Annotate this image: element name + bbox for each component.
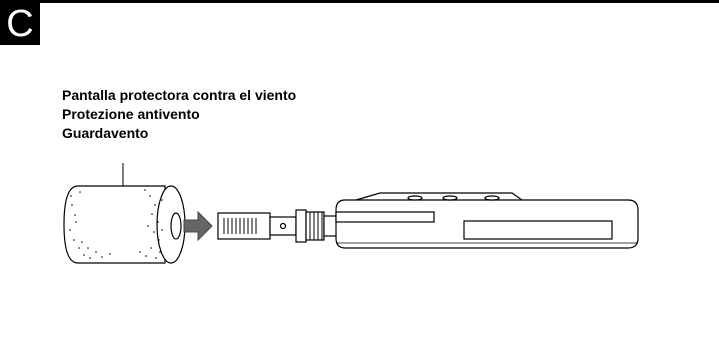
- microphone-neck-ridges: [309, 212, 323, 240]
- foam-texture-dots: [69, 189, 163, 259]
- part-label-spanish: Pantalla protectora contra el viento: [62, 87, 297, 103]
- part-label-italian: Protezione antivento: [62, 106, 200, 122]
- microphone-grille: [223, 218, 257, 234]
- part-label-group: Pantalla protectora contra el viento Pro…: [62, 86, 296, 143]
- top-rule: [0, 0, 719, 3]
- insert-direction-arrow: [183, 210, 213, 242]
- foam-windscreen: [63, 185, 186, 264]
- microphone: [217, 209, 339, 243]
- section-letter-badge: C: [0, 3, 40, 45]
- recorder-body: [335, 192, 639, 249]
- part-label-portuguese: Guardavento: [62, 125, 149, 141]
